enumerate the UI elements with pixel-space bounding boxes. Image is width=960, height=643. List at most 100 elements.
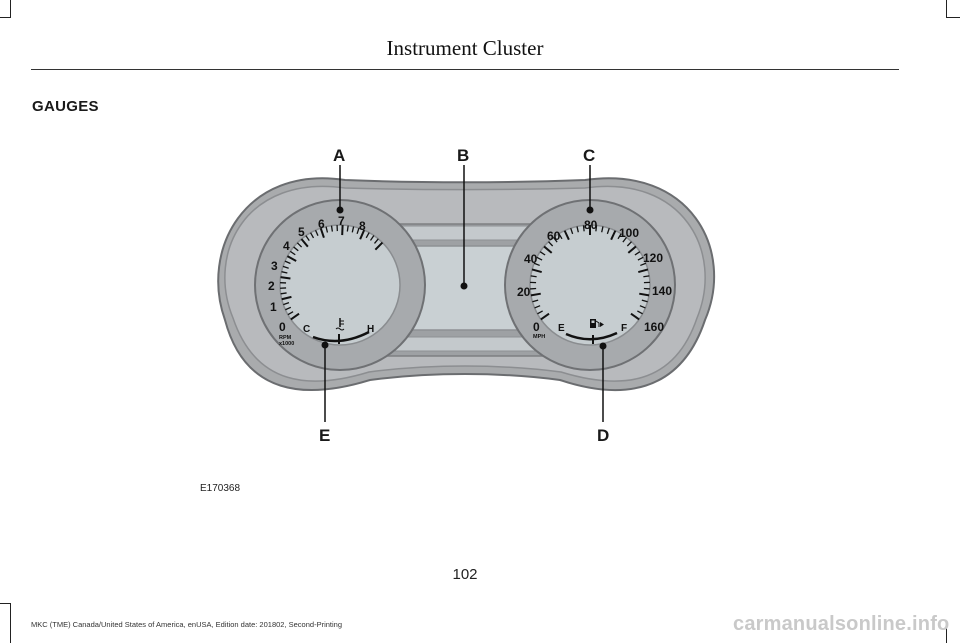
crop-mark xyxy=(0,17,11,18)
speed-number-20: 20 xyxy=(517,285,531,299)
speedometer-tick xyxy=(540,312,550,321)
watermark: carmanualsonline.info xyxy=(733,613,950,635)
crop-mark xyxy=(10,0,11,18)
tachometer-face xyxy=(279,224,401,346)
tachometer-tick xyxy=(365,232,370,239)
tachometer-tick xyxy=(290,312,300,321)
tachometer-tick xyxy=(293,246,299,252)
tachometer-tick xyxy=(351,226,355,233)
speedometer-tick xyxy=(634,251,641,256)
tach-number-5: 5 xyxy=(298,225,305,239)
speed-number-100: 100 xyxy=(619,226,639,240)
tach-number-0: 0 xyxy=(279,320,286,334)
tach-number-6: 6 xyxy=(318,217,325,231)
callout-dot-e xyxy=(321,341,329,349)
fuel-pump-icon xyxy=(590,319,604,328)
speedometer-tick xyxy=(630,312,640,321)
speedometer-tick xyxy=(548,241,554,247)
tach-number-3: 3 xyxy=(271,259,278,273)
tachometer-tick xyxy=(359,229,366,240)
coolant-temperature-icon xyxy=(335,318,345,331)
tachometer-tick xyxy=(282,265,289,269)
tach-number-8: 8 xyxy=(359,219,366,233)
footer-edition-text: MKC (TME) Canada/United States of Americ… xyxy=(31,620,342,629)
fuel-full-label: F xyxy=(621,323,627,334)
crop-mark xyxy=(0,603,11,604)
tach-number-1: 1 xyxy=(270,300,277,314)
tach-number-4: 4 xyxy=(283,239,290,253)
crop-mark xyxy=(946,622,947,643)
callout-dot-a xyxy=(336,206,344,214)
callout-label-a: A xyxy=(333,146,345,165)
tachometer-tick xyxy=(356,227,360,234)
speed-number-160: 160 xyxy=(644,320,664,334)
speed-number-120: 120 xyxy=(643,251,663,265)
speedometer-tick xyxy=(595,225,598,232)
tachometer-ticks xyxy=(280,225,384,321)
tach-unit-x1000: x1000 xyxy=(279,341,294,347)
speedometer-tick xyxy=(534,305,541,309)
speedometer-tick xyxy=(558,233,563,240)
speed-number-140: 140 xyxy=(652,284,672,298)
page-title: Instrument Cluster xyxy=(386,36,544,60)
speedometer-tick xyxy=(563,230,570,241)
speed-unit-mph: MPH xyxy=(533,334,545,340)
crop-mark xyxy=(10,603,11,643)
speedometer-tick xyxy=(576,226,579,233)
speedometer-tick xyxy=(639,305,646,309)
speedometer-tick xyxy=(601,226,604,233)
speedometer-ticks xyxy=(530,225,650,321)
tachometer-tick xyxy=(285,306,292,311)
tachometer-tick xyxy=(373,238,379,244)
tachometer-tick xyxy=(325,226,329,233)
callout-dot-b xyxy=(460,282,468,290)
callout-label-b: B xyxy=(457,146,469,165)
speedometer-tick xyxy=(543,245,553,254)
speedometer-tick xyxy=(537,310,543,315)
header-rule xyxy=(31,69,899,70)
speedometer-tick xyxy=(530,275,537,278)
speedometer-tick xyxy=(606,227,610,235)
speedometer-tick xyxy=(626,241,632,247)
speedometer-tick xyxy=(533,262,540,267)
speed-number-40: 40 xyxy=(524,252,538,266)
speedometer-tick xyxy=(640,262,647,267)
tachometer-tick xyxy=(310,232,315,239)
temperature-cold-label: C xyxy=(303,324,310,335)
tachometer-tick xyxy=(280,292,287,295)
speed-number-60: 60 xyxy=(547,229,561,243)
speedometer-tick xyxy=(637,310,643,315)
tachometer-tick xyxy=(289,250,296,256)
callout-label-d: D xyxy=(597,426,609,445)
page-number: 102 xyxy=(452,566,478,583)
tach-number-7: 7 xyxy=(338,214,345,228)
tachometer-tick xyxy=(330,225,334,232)
tachometer-tick xyxy=(319,227,325,238)
speedometer-tick xyxy=(639,292,650,297)
speedometer-tick xyxy=(531,268,542,274)
tachometer-tick xyxy=(314,229,319,236)
tachometer-tick xyxy=(346,225,349,232)
tachometer-tick xyxy=(280,276,291,280)
tachometer-tick xyxy=(300,238,309,248)
tachometer-tick xyxy=(374,241,384,251)
tachometer-tick xyxy=(305,235,310,241)
figure-code: E170368 xyxy=(200,483,241,494)
speedometer-tick xyxy=(532,299,539,303)
temperature-hot-label: H xyxy=(367,324,374,335)
tachometer-tick xyxy=(281,271,288,274)
speedometer-tick xyxy=(530,292,541,297)
fuel-empty-label: E xyxy=(558,323,565,334)
crop-mark xyxy=(946,17,960,18)
tachometer-tick xyxy=(296,242,303,248)
callout-dot-d xyxy=(599,342,607,350)
tachometer-tick xyxy=(283,302,290,306)
section-heading: GAUGES xyxy=(32,98,99,115)
speedometer-tick xyxy=(536,256,543,261)
tachometer-tick xyxy=(281,295,292,301)
temperature-gauge-arc xyxy=(312,330,370,343)
speedometer-tick xyxy=(643,275,650,278)
callout-label-e: E xyxy=(319,426,330,445)
tachometer-tick xyxy=(284,260,291,265)
speedometer-tick xyxy=(622,237,628,243)
